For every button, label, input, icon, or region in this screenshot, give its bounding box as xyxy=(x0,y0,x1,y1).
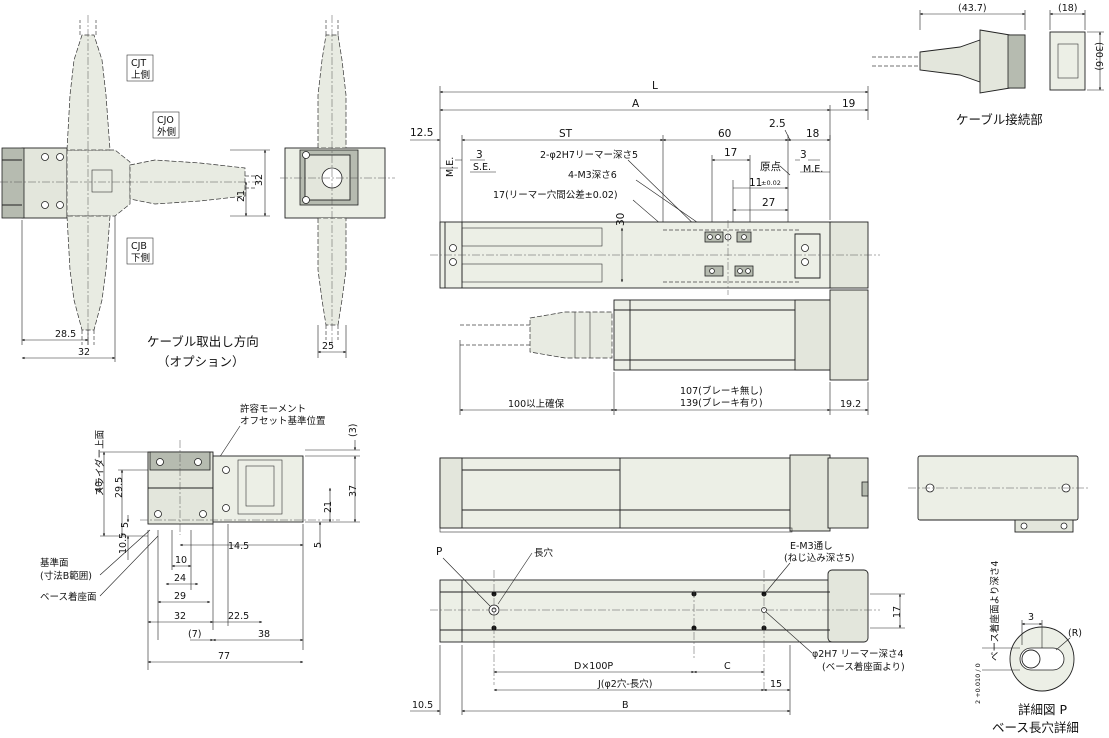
dim-15: 15 xyxy=(770,679,782,690)
dim-14-5: 14.5 xyxy=(228,541,249,552)
detail-tolerance: 2 +0.010 / 0 xyxy=(974,663,982,704)
note-m3: 4-M3深さ6 xyxy=(568,170,617,181)
note-pitch: 17(リーマー穴間公差±0.02) xyxy=(493,189,618,201)
dim-19-2: 19.2 xyxy=(840,399,861,410)
cjt-side-label: 上側 xyxy=(131,69,150,81)
end-view: 許容モーメント オフセット基準位置 (3) 37 21 5 40 スライダー上面… xyxy=(40,403,360,670)
detail-caption: 詳細図 P xyxy=(1018,702,1067,717)
detail-p: 3 (R) 2 +0.010 / 0 ベース着座面より深さ4 詳細図 P ベース… xyxy=(974,561,1082,735)
dim-40: 40 xyxy=(94,481,105,493)
cjo-side-label: 外側 xyxy=(157,126,176,138)
dim-21: 21 xyxy=(236,190,247,202)
base-face-label: ベース着座面 xyxy=(40,591,97,603)
cable-direction-caption: ケーブル取出し方向 xyxy=(147,334,259,349)
dim-dx100p: D×100P xyxy=(574,661,613,672)
detail-P-marker: P xyxy=(436,546,442,558)
dim-ST: ST xyxy=(559,128,573,140)
dim-18-top: 18 xyxy=(806,128,819,140)
dim-J: J(φ2穴-長穴) xyxy=(597,678,652,690)
dim-B: B xyxy=(622,700,629,711)
long-hole-label: 長穴 xyxy=(534,547,554,559)
reference-range-label: (寸法B範囲) xyxy=(40,570,92,582)
se-label: S.E. xyxy=(473,162,491,173)
dim-C: C xyxy=(724,661,731,672)
dim-11: 11 xyxy=(749,177,762,189)
note-moment: 許容モーメント xyxy=(240,403,306,415)
origin-label: 原点 xyxy=(760,161,781,173)
dim-24: 24 xyxy=(174,573,186,584)
dim-28-5: 28.5 xyxy=(55,329,76,340)
dim-10-5-bottom: 10.5 xyxy=(412,700,433,711)
me-right-label: M.E. xyxy=(803,164,823,175)
cjt-label: CJT xyxy=(131,58,146,69)
right-end-view xyxy=(908,455,1088,533)
connector-caption: ケーブル接続部 xyxy=(956,112,1043,127)
em3-depth-label: (ねじ込み深さ5) xyxy=(784,553,854,564)
dim-100-min: 100以上確保 xyxy=(508,398,565,410)
dim-10-5-end: 10.5 xyxy=(118,533,129,554)
reamer-label: φ2H7 リーマー深さ4 xyxy=(812,649,904,660)
dim-32-horizontal: 32 xyxy=(78,347,90,358)
dim-10: 10 xyxy=(175,555,187,566)
note-reamer: 2-φ2H7リーマー深さ5 xyxy=(540,150,638,161)
motor-length-brake: 139(ブレーキ有り) xyxy=(680,397,763,409)
dim-18-connector: (18) xyxy=(1058,3,1078,14)
cable-direction-view: CJT 上側 CJO 外側 CJB 下側 32 21 28.5 32 ケーブル取… xyxy=(0,15,270,369)
front-elevation xyxy=(439,454,869,533)
side-view: 25 xyxy=(280,15,395,358)
dim-21-end: 21 xyxy=(323,501,334,513)
dim-25: 25 xyxy=(322,341,334,352)
dim-5-right: 5 xyxy=(313,542,324,548)
dim-43-7: (43.7) xyxy=(958,3,987,14)
dim-22-5: 22.5 xyxy=(228,611,249,622)
detail-depth-label: ベース着座面より深さ4 xyxy=(989,561,1001,661)
dim-11-tolerance: ±0.02 xyxy=(761,179,781,187)
dim-29: 29 xyxy=(174,591,186,602)
dim-30-6: (30.6) xyxy=(1093,42,1104,71)
dim-2-5: 2.5 xyxy=(769,118,786,130)
bottom-view: P 長穴 E-M3通し (ねじ込み深さ5) 17 φ2H7 リーマー深さ4 (ベ… xyxy=(410,541,905,715)
cjo-label: CJO xyxy=(157,115,174,126)
detail-dim-3: 3 xyxy=(1028,612,1034,623)
reamer-ref-label: (ベース着座面より) xyxy=(822,661,905,673)
cjb-side-label: 下側 xyxy=(131,252,150,264)
dim-3-right: 3 xyxy=(800,149,807,161)
dim-32-vertical: 32 xyxy=(254,174,265,186)
dim-60: 60 xyxy=(718,128,731,140)
dim-7: (7) xyxy=(188,629,201,640)
dim-19: 19 xyxy=(842,98,855,110)
detail-radius: (R) xyxy=(1068,628,1082,639)
slider-top-label: スライダー上面 xyxy=(94,430,106,496)
dim-12-5: 12.5 xyxy=(410,127,433,139)
detail-caption-sub: ベース長穴詳細 xyxy=(992,720,1079,735)
dim-3-left: 3 xyxy=(476,149,483,161)
em3-label: E-M3通し xyxy=(790,541,833,552)
dim-A: A xyxy=(632,98,640,110)
me-left-label: M.E. xyxy=(445,157,456,177)
motor-length-no-brake: 107(ブレーキ無し) xyxy=(680,385,763,397)
dim-17-bottom: 17 xyxy=(892,606,903,618)
dim-5-left: 5 xyxy=(120,522,131,528)
dim-77: 77 xyxy=(218,651,230,662)
connector-detail: (43.7) (18) (30.6) ケーブル接続部 xyxy=(872,3,1104,127)
dim-29-5: 29.5 xyxy=(114,477,125,498)
dim-17-top: 17 xyxy=(724,147,737,159)
note-moment-offset: オフセット基準位置 xyxy=(240,415,326,427)
dim-27: 27 xyxy=(762,197,775,209)
dim-30: 30 xyxy=(615,213,627,226)
dim-38: 38 xyxy=(258,629,270,640)
cable-direction-option: （オプション） xyxy=(157,354,245,369)
dim-L: L xyxy=(652,80,658,92)
dim-3-end: (3) xyxy=(348,424,359,437)
dim-32-end: 32 xyxy=(174,611,186,622)
top-view: L A 19 12.5 ST 60 18 2.5 17 原点 3 M.E. 11… xyxy=(410,80,880,415)
reference-face-label: 基準面 xyxy=(40,557,69,569)
dim-37: 37 xyxy=(348,485,359,497)
cjb-label: CJB xyxy=(131,241,147,252)
